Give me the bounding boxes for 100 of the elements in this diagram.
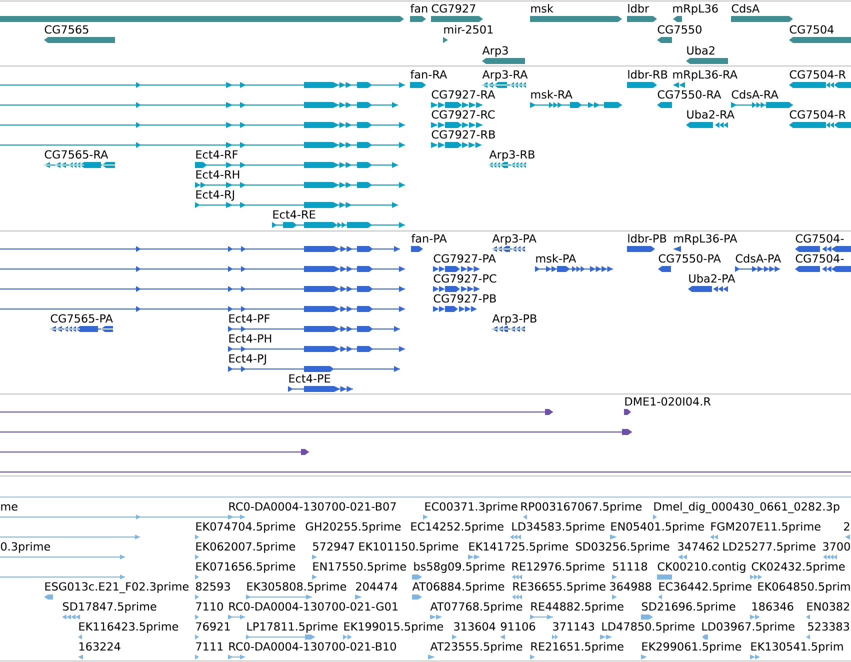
alignment-label: EK299061.5prime — [642, 642, 742, 653]
protein-label: Ect4-PJ — [229, 354, 266, 365]
alignment-label: EK074704.5prime — [196, 522, 296, 533]
protein-label: Arp3-PA — [492, 234, 536, 245]
protein-label: Ect4-PF — [229, 314, 270, 323]
transcript-label: Arp3-RA — [482, 70, 528, 81]
gene-label: fan — [410, 4, 428, 13]
alignment-label: bs58g09.5prime — [414, 562, 504, 573]
alignment-label: 204474 — [356, 582, 398, 591]
protein-label: CdsA-PA — [736, 254, 782, 263]
transcript-label: CG7565-RA — [44, 150, 108, 159]
protein-label: CG7927-PA — [434, 254, 496, 263]
gene-label: CG7565 — [44, 25, 88, 34]
protein-label: mRpL36-PA — [674, 234, 738, 245]
alignment-label: AT06884.5prime — [412, 582, 504, 593]
transcript-label: mRpL36-RA — [673, 70, 738, 81]
alignment-label: EK130541.5prim — [751, 642, 843, 653]
alignment-label: LD25277.5prime — [723, 542, 816, 553]
alignment-label: RC0-DA0004-130700-021-B10 — [229, 642, 396, 651]
alignment-label: EN0382 — [807, 602, 850, 611]
gene-label: mir-2501 — [444, 25, 493, 34]
transcript-label: CG7927-RA — [432, 90, 496, 99]
transcript-label: CG7927-RC — [432, 110, 495, 119]
match-label: DME1-020I04.R — [625, 397, 711, 406]
alignment-label: SD21696.5prime — [642, 602, 736, 613]
alignment-label: 3700 — [823, 542, 850, 551]
alignment-label: EK071656.5prime — [196, 562, 296, 573]
alignment-label: Dmel_dig_000430_0661_0282.3p — [654, 502, 840, 514]
alignment-label: AT07768.5prime — [430, 602, 522, 613]
alignment-label: 7110 — [196, 602, 223, 611]
transcript-label: ldbr-RB — [628, 70, 668, 79]
transcript-label: Ect4-RE — [273, 210, 316, 219]
transcript-label: CG7927-RB — [432, 130, 495, 139]
alignment-label: 82593 — [196, 582, 230, 591]
gene-label: ldbr — [628, 4, 650, 13]
alignment-label: ESG013c.E21_F02.3prime — [45, 582, 188, 594]
alignment-label: SD03256.5prime — [576, 542, 670, 553]
alignment-label: AT23555.5prime — [430, 642, 522, 653]
protein-label: Arp3-PB — [492, 314, 536, 325]
transcript-label: CdsA-RA — [732, 90, 778, 99]
alignment-label: 0.3prime — [0, 542, 50, 553]
alignment-label: EC00371.3prime — [425, 502, 518, 513]
alignment-label: GH20255.5prime — [306, 522, 401, 533]
alignment-label: EK199015.5prime — [344, 622, 444, 633]
gene-label: CdsA — [732, 4, 760, 13]
gene-label: Arp3 — [482, 46, 508, 57]
alignment-label: EK062007.5prime — [196, 542, 296, 553]
alignment-label: 76921 — [196, 622, 230, 631]
transcript-label: CG7504-R — [790, 110, 846, 119]
protein-label: Ect4-PE — [289, 374, 330, 383]
gene-label: CG7550 — [658, 25, 702, 34]
alignment-label: FGM207E11.5prime — [711, 522, 820, 533]
alignment-label: 371143 — [553, 622, 594, 631]
alignment-label: 163224 — [79, 642, 120, 651]
protein-label: CG7550-PA — [658, 254, 721, 263]
alignment-label: RC0-DA0004-130700-021-G01 — [229, 602, 398, 611]
protein-label: Ect4-PH — [229, 334, 272, 343]
gene-label: Uba2 — [687, 46, 714, 55]
alignment-label: EK116423.5prime — [79, 622, 178, 633]
gene-label: msk — [531, 4, 554, 13]
alignment-label: LD03967.5prime — [702, 622, 794, 633]
alignment-label: 2 — [844, 522, 850, 530]
gene-label: mRpL36 — [673, 4, 718, 15]
protein-label: CG7927-PC — [434, 274, 496, 283]
alignment-label: LP17811.5prime — [247, 622, 338, 633]
alignment-label: 7111 — [196, 642, 223, 650]
alignment-label: 364988 — [610, 582, 652, 591]
alignment-label: 347462 — [678, 542, 719, 551]
gene-label: CG7927 — [432, 4, 476, 13]
protein-label: Uba2-PA — [689, 274, 736, 283]
protein-label: CG7504- — [796, 254, 844, 263]
alignment-label: LD34583.5prime — [512, 522, 604, 533]
alignment-label: EN05401.5prime — [611, 522, 704, 533]
alignment-label: RE21651.5prime — [531, 642, 624, 653]
alignment-label: LD47850.5prime — [602, 622, 694, 633]
protein-label: CG7504- — [796, 234, 844, 243]
protein-label: msk-PA — [536, 254, 576, 263]
protein-label: fan-PA — [411, 234, 447, 243]
alignment-label: RP003167067.5prime — [521, 502, 642, 513]
alignment-label: RE44882.5prime — [531, 602, 624, 613]
alignment-label: EK305808.5prime — [247, 582, 346, 593]
alignment-label: RE12976.5prime — [512, 562, 604, 573]
transcript-label: fan-RA — [410, 70, 448, 79]
alignment-label: CK02432.5prime — [752, 562, 845, 573]
gene-label: CG7504 — [790, 25, 834, 34]
alignment-label: SD17847.5prime — [62, 602, 156, 613]
transcript-label: Arp3-RB — [489, 150, 534, 161]
protein-label: CG7927-PB — [434, 294, 496, 303]
alignment-label: EC36442.5prime — [659, 582, 752, 593]
protein-label: ldbr-PB — [628, 234, 666, 243]
alignment-label: 51118 — [613, 562, 648, 571]
transcript-label: msk-RA — [531, 90, 572, 99]
transcript-label: Uba2-RA — [687, 110, 734, 119]
alignment-label: RE36655.5prime — [513, 582, 606, 593]
transcript-label: CG7504-R — [790, 70, 846, 79]
alignment-label: EK064850.5prim — [758, 582, 850, 593]
transcript-label: Ect4-RH — [196, 170, 240, 179]
alignment-label: EC14252.5prime — [411, 522, 504, 533]
transcript-label: CG7550-RA — [658, 90, 722, 99]
alignment-label: RC0-DA0004-130700-021-B07 — [229, 502, 396, 511]
